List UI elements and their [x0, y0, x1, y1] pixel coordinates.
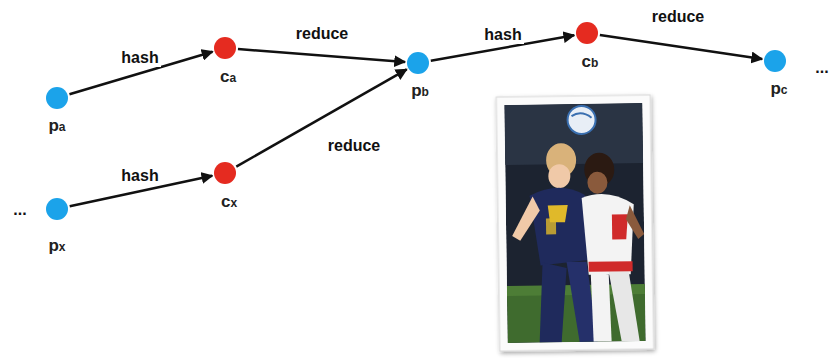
dot-shape [407, 52, 429, 74]
node-label: pc [770, 80, 787, 97]
node-dot [46, 87, 68, 109]
arrow-connector [600, 35, 762, 59]
arrow-connector [238, 49, 405, 62]
node-dot [764, 50, 786, 72]
node-dot [214, 162, 236, 184]
edge-label: hash [119, 49, 160, 67]
dot-shape [46, 198, 68, 220]
edge-label: reduce [650, 8, 706, 26]
node-dot [407, 52, 429, 74]
node-label: pa [48, 117, 65, 134]
ellipsis-label: ... [815, 60, 828, 76]
dot-shape [46, 87, 68, 109]
edge-label: hash [482, 26, 523, 44]
edge-label: reduce [326, 137, 382, 155]
ellipsis-label: ... [13, 202, 26, 218]
node-dot [576, 22, 598, 44]
edge-label: hash [119, 167, 160, 185]
node-label: pb [411, 82, 429, 99]
dot-shape [764, 50, 786, 72]
node-label: px [48, 237, 65, 254]
node-label: cx [221, 193, 237, 210]
edge-label: reduce [294, 25, 350, 43]
dot-shape [214, 162, 236, 184]
dot-shape [214, 37, 236, 59]
node-dot [46, 198, 68, 220]
node-dot [214, 37, 236, 59]
node-label: cb [582, 53, 599, 70]
dot-shape [576, 22, 598, 44]
node-label: ca [220, 68, 236, 85]
arrow-connector [236, 69, 406, 166]
